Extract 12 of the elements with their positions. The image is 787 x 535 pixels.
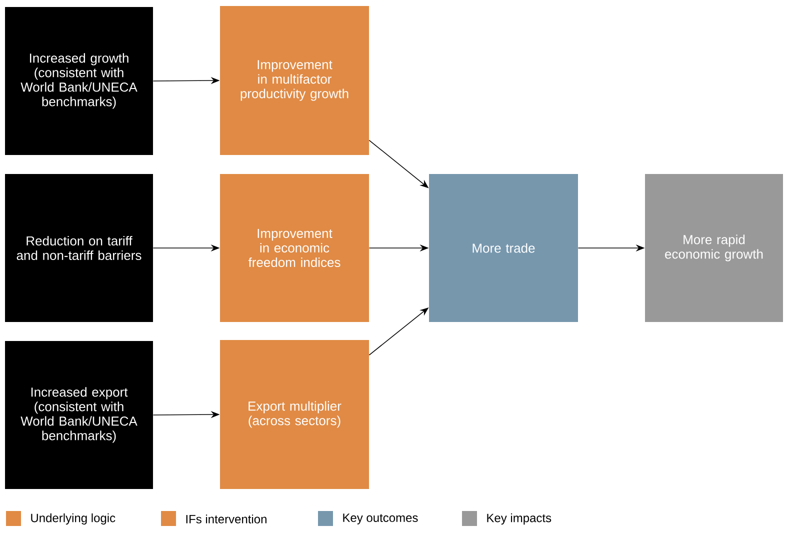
process-box: Increased growth (consistent with World Bank/UNECA benchmarks) [5,7,153,155]
legend-label: Key impacts [487,513,552,525]
process-box: More rapid economic growth [645,174,783,322]
legend-label: Underlying logic [31,513,116,525]
process-box: More trade [429,174,578,322]
process-box: Improvement in multifactor productivity growth [220,6,369,155]
process-box: Export multiplier (across sectors) [220,340,369,489]
process-box: Reduction on tariff and non-tariff barriers [5,174,153,322]
legend-label: IFs intervention [186,514,266,524]
process-box: Improvement in economic freedom indices [220,174,369,322]
process-box: Increased export (consistent with World Bank/UNECA benchmarks) [5,340,153,489]
legend-label: Key outcomes [343,514,418,524]
